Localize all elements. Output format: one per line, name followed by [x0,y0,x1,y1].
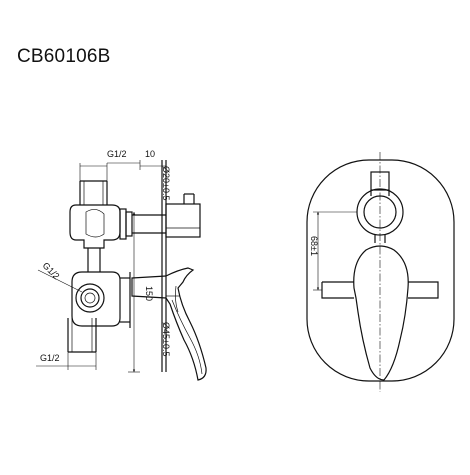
front-view: 68±1 [306,152,455,392]
side-view: G1/2 10 150 Ø20±0.5 Ø45±0.5 G1/2 [36,149,207,381]
dim-bottom-thread [36,352,97,370]
label-thread-top: G1/2 [107,149,127,159]
lower-pipe [67,318,97,353]
label-thread-bottom: G1/2 [40,353,60,363]
diverter-body [69,204,133,249]
product-code: CB60106B [17,46,111,67]
lever-front [313,245,439,381]
diverter-knob [132,193,201,238]
lever-handle [131,267,207,381]
valve-body [71,271,131,328]
wall-line [161,160,167,372]
label-depth: 10 [145,149,155,159]
body-connector [87,248,101,272]
cover-plate [306,159,455,382]
label-diameter-large: Ø45±0.5 [161,322,171,356]
label-thread-left: G1/2 [41,260,62,281]
dim-top-thread [79,160,141,181]
dim-left-thread [37,269,83,293]
upper-pipe [79,180,108,205]
label-diameter-small: Ø20±0.5 [161,166,171,200]
label-height: 150 [144,286,154,301]
label-spacing: 68±1 [309,236,319,256]
dim-height [128,211,140,373]
